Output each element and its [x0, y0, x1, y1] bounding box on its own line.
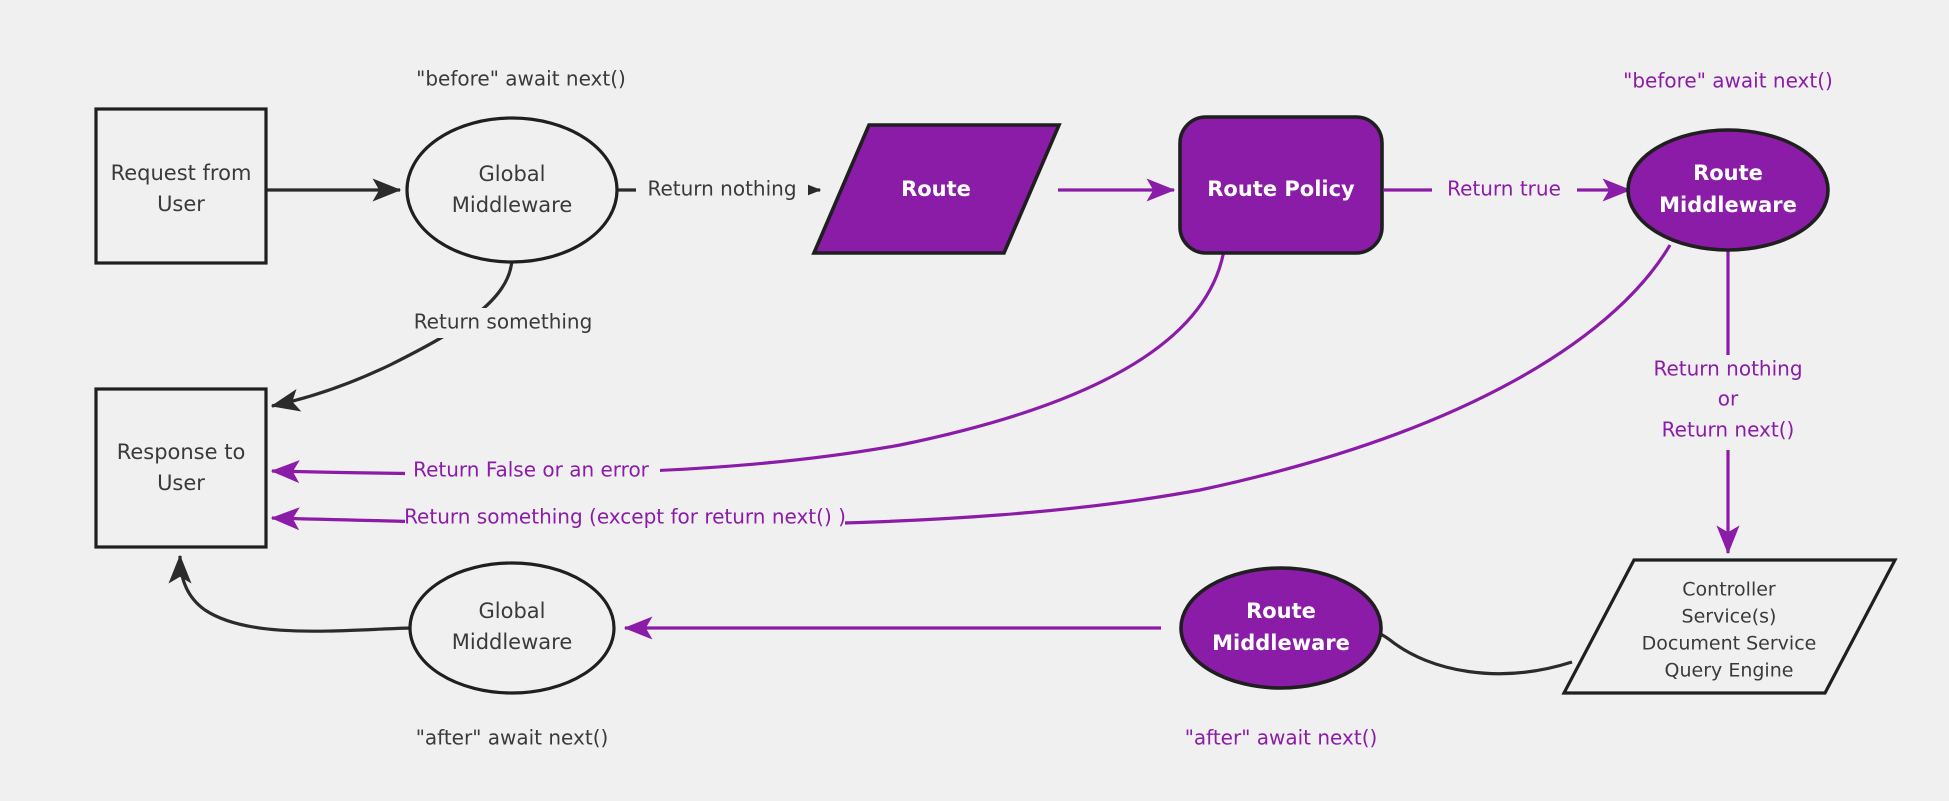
global-middleware-top-label-line1: Global [479, 162, 546, 186]
node-global-middleware-top[interactable]: Global Middleware [405, 116, 619, 264]
node-request-from-user[interactable]: Request from User [94, 107, 268, 265]
global-middleware-top-label-line2: Middleware [452, 193, 573, 217]
controller-stack-label-line2: Service(s) [1682, 606, 1777, 628]
global-middleware-bottom-shape [408, 561, 616, 695]
controller-stack-label-line1: Controller [1682, 579, 1776, 601]
annotation-before-await-next-global: "before" await next() [416, 67, 626, 91]
route-middleware-bottom-label-line1: Route [1246, 599, 1316, 623]
node-controller-stack[interactable]: Controller Service(s) Document Service Q… [1561, 558, 1898, 695]
annotation-after-await-next-route: "after" await next() [1185, 726, 1378, 750]
route-shape [811, 123, 1062, 255]
svg-text:Return something (except for r: Return something (except for return next… [404, 505, 846, 529]
node-global-middleware-bottom[interactable]: Global Middleware [408, 561, 616, 695]
svg-text:or: or [1718, 387, 1739, 411]
annotation-before-await-next-route: "before" await next() [1623, 69, 1833, 93]
svg-text:Return next(): Return next() [1662, 418, 1795, 442]
route-policy-shape [1178, 115, 1384, 255]
node-route[interactable]: Route [811, 123, 1062, 255]
route-middleware-bottom-shape [1179, 566, 1383, 690]
edge-label-return-something: Return something [408, 308, 600, 338]
node-route-policy[interactable]: Route Policy [1178, 115, 1384, 255]
request-from-user-shape [94, 107, 268, 265]
svg-text:Return False or an error: Return False or an error [413, 458, 650, 482]
node-response-to-user[interactable]: Response to User [94, 387, 268, 549]
route-policy-label: Route Policy [1207, 177, 1355, 201]
edge-label-return-something-except-next: Return something (except for return next… [404, 503, 846, 534]
controller-stack-shape [1561, 558, 1898, 695]
svg-text:Return nothing: Return nothing [1653, 357, 1802, 381]
edge-label-return-nothing-or-next: Return nothing or Return next() [1636, 355, 1821, 450]
svg-text:Return nothing: Return nothing [647, 177, 796, 201]
global-middleware-bottom-label-line2: Middleware [452, 630, 573, 654]
annotation-after-await-next-global: "after" await next() [416, 726, 609, 750]
controller-stack-label-line4: Query Engine [1665, 660, 1794, 682]
edge-global-middleware-to-response [270, 258, 514, 412]
edge-label-return-true: Return true [1432, 175, 1577, 205]
response-to-user-label-line2: User [157, 471, 205, 495]
node-route-middleware-top[interactable]: Route Middleware [1626, 128, 1830, 252]
edge-label-return-nothing: Return nothing [636, 175, 808, 205]
global-middleware-top-shape [405, 116, 619, 264]
svg-text:Return true: Return true [1447, 177, 1561, 201]
route-middleware-top-label-line1: Route [1693, 161, 1763, 185]
svg-text:Return something: Return something [414, 310, 593, 334]
route-middleware-top-label-line2: Middleware [1659, 193, 1797, 217]
global-middleware-bottom-label-line1: Global [479, 599, 546, 623]
route-label: Route [901, 177, 971, 201]
route-middleware-top-shape [1626, 128, 1830, 252]
response-to-user-shape [94, 387, 268, 549]
edge-global-middleware-bottom-to-response [168, 554, 411, 633]
route-middleware-bottom-label-line2: Middleware [1212, 631, 1350, 655]
response-to-user-label-line1: Response to [117, 440, 246, 464]
edge-label-return-false-or-error: Return False or an error [405, 456, 660, 487]
node-route-middleware-bottom[interactable]: Route Middleware [1179, 566, 1383, 690]
request-from-user-label-line2: User [157, 192, 205, 216]
request-from-user-label-line1: Request from [111, 161, 252, 185]
controller-stack-label-line3: Document Service [1642, 633, 1817, 655]
